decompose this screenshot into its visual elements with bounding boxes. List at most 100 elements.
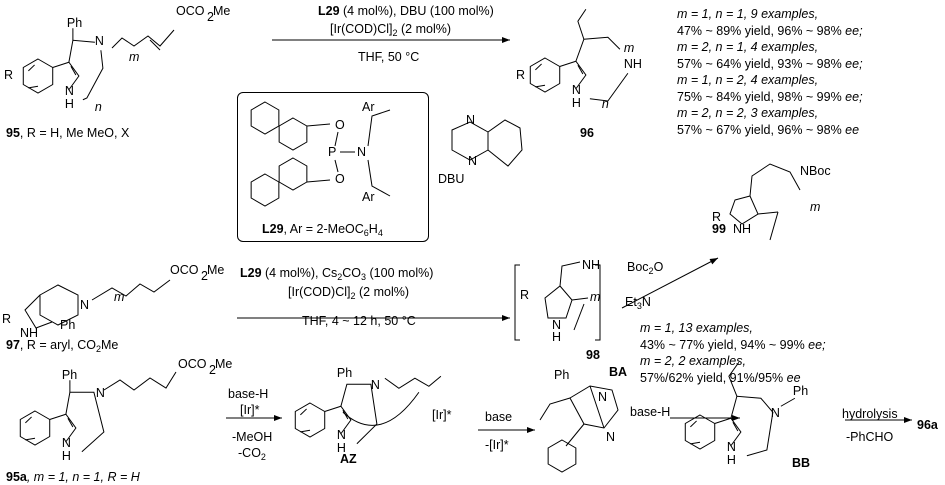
subscript: 2	[209, 363, 216, 377]
pyrrole-ring	[52, 61, 80, 91]
intermediate-az-label: AZ	[340, 452, 357, 466]
result-block: m = 1, 13 examples,43% ~ 77% yield, 94% …	[640, 320, 826, 353]
conditions-text: (4 mol%), DBU (100 mol%)	[339, 4, 494, 18]
indole-hydrogen: H	[64, 96, 74, 111]
pyrrole-ring	[49, 413, 77, 443]
compound-99-label: 99	[712, 222, 726, 236]
pyrrole-hydrogen: H	[552, 330, 562, 344]
ring-bonds	[65, 391, 105, 453]
pyrrole-nitrogen: N	[552, 318, 562, 332]
double-bond	[732, 421, 739, 432]
result-ee: ee	[845, 122, 860, 137]
double-bond	[28, 64, 35, 72]
compound-95-label: 95, R = H, Me MeO, X	[6, 126, 129, 140]
curly-arrow	[342, 391, 420, 426]
et3n-reagent: Et3N	[625, 295, 651, 313]
double-bond	[300, 408, 307, 416]
subscript: 2	[260, 452, 266, 462]
reaction1-conditions-line3: THF, 50 °C	[358, 50, 420, 64]
benzene-ring	[19, 410, 51, 446]
vinyl-group	[577, 8, 587, 40]
ligand-h: H	[368, 222, 378, 236]
result-ee: ee	[786, 370, 801, 385]
compound-desc: , m = 1, n = 1, R = H	[26, 470, 140, 484]
o-bond	[306, 123, 331, 127]
iminium-nitrogen: N	[598, 390, 608, 404]
r-group: R	[520, 288, 530, 302]
reaction-arrow	[621, 257, 719, 309]
subscript: 2	[350, 291, 356, 301]
arrow-head	[527, 427, 535, 433]
result-ee: ee;	[845, 89, 863, 104]
result-yield: 57%/62% yield, 91%/95%	[640, 370, 787, 385]
ring-bonds	[340, 383, 378, 445]
n-substituent	[367, 109, 391, 147]
vinyl-bond	[573, 303, 585, 331]
step1-ir: [Ir]*	[240, 403, 260, 417]
benzene-ring	[547, 439, 577, 473]
dbu-label: DBU	[438, 172, 465, 186]
subscript: 2	[95, 344, 101, 354]
conditions-text: (4 mol%), Cs	[261, 266, 338, 280]
m-index: m	[590, 290, 601, 304]
result-ee: ee;	[808, 337, 826, 352]
result-mn: m = 2, n = 1, 4 examples,	[677, 40, 819, 54]
benzene-ring	[22, 58, 54, 94]
atom-ar: Ar	[362, 190, 375, 204]
atom-o: O	[335, 172, 345, 186]
reaction2-conditions-line1: L29 (4 mol%), Cs2CO3 (100 mol%)	[240, 266, 433, 284]
reaction2-conditions-line2: [Ir(COD)Cl]2 (2 mol%)	[288, 285, 409, 303]
result-block: m = 2, 2 examples,57%/62% yield, 91%/95%…	[640, 353, 826, 386]
indole-nitrogen: N	[571, 82, 581, 97]
bracket-right	[595, 264, 601, 341]
nboc-label: NBoc	[800, 164, 831, 178]
step1-base-h: base-H	[228, 387, 269, 401]
amine-nitrogen: N	[370, 378, 380, 393]
allyl-chain	[103, 371, 177, 391]
indolenine-nitrogen: N	[606, 430, 616, 444]
double-bond	[67, 417, 74, 428]
step1-meoh: -MeOH	[232, 430, 273, 444]
result-yield: 47% ~ 89% yield, 96% ~ 98%	[677, 23, 846, 38]
byproduct: -CO	[238, 446, 261, 460]
result-mn: m = 2, n = 2, 3 examples,	[677, 106, 819, 120]
compound-id: 95a	[6, 470, 27, 484]
result-yield: 57% ~ 67% yield, 96% ~ 98%	[677, 122, 846, 137]
r-group: R	[2, 312, 12, 326]
indole-hydrogen: H	[61, 448, 71, 463]
m-index: m	[623, 41, 635, 56]
cage-bond	[589, 385, 605, 429]
subscript: 4	[377, 228, 383, 238]
compound-96-label: 96	[580, 126, 594, 140]
step1-co2: -CO2	[238, 446, 266, 464]
dbu-nitrogen: N	[466, 113, 476, 127]
benzene-ring	[294, 402, 326, 438]
vinyl-group	[539, 397, 571, 421]
vinyl-bond	[769, 211, 779, 241]
azepine-ring	[68, 39, 95, 63]
step3-base-h: base-H	[630, 405, 671, 419]
benzene-ring	[529, 57, 561, 93]
arrow-head	[274, 415, 282, 421]
arrow-head	[502, 315, 510, 321]
n-index: n	[94, 99, 102, 114]
subscript: 2	[207, 10, 214, 24]
indole-nitrogen: N	[726, 439, 736, 454]
compound-desc: , R = aryl, CO	[19, 338, 96, 352]
compound-95a-label: 95a, m = 1, n = 1, R = H	[6, 470, 140, 484]
pyrrole-ring	[544, 285, 573, 319]
ring-bonds	[730, 395, 774, 457]
result-block: m = 2, n = 1, 4 examples,57% ~ 64% yield…	[677, 39, 863, 72]
reagent: Et	[625, 295, 637, 309]
double-bond	[780, 397, 796, 407]
iminium-nitrogen: N	[770, 406, 780, 421]
bond	[565, 423, 585, 447]
subscript: 2	[648, 266, 654, 276]
n-substituent	[367, 159, 391, 197]
amine-nh: NH	[582, 258, 601, 272]
pyrrole-ring	[24, 294, 53, 329]
reaction1-results: m = 1, n = 1, 9 examples,47% ~ 89% yield…	[677, 6, 863, 138]
amine-nitrogen: N	[80, 298, 90, 312]
compound-id: 97	[6, 338, 20, 352]
carbonate-label: Me	[215, 357, 233, 371]
